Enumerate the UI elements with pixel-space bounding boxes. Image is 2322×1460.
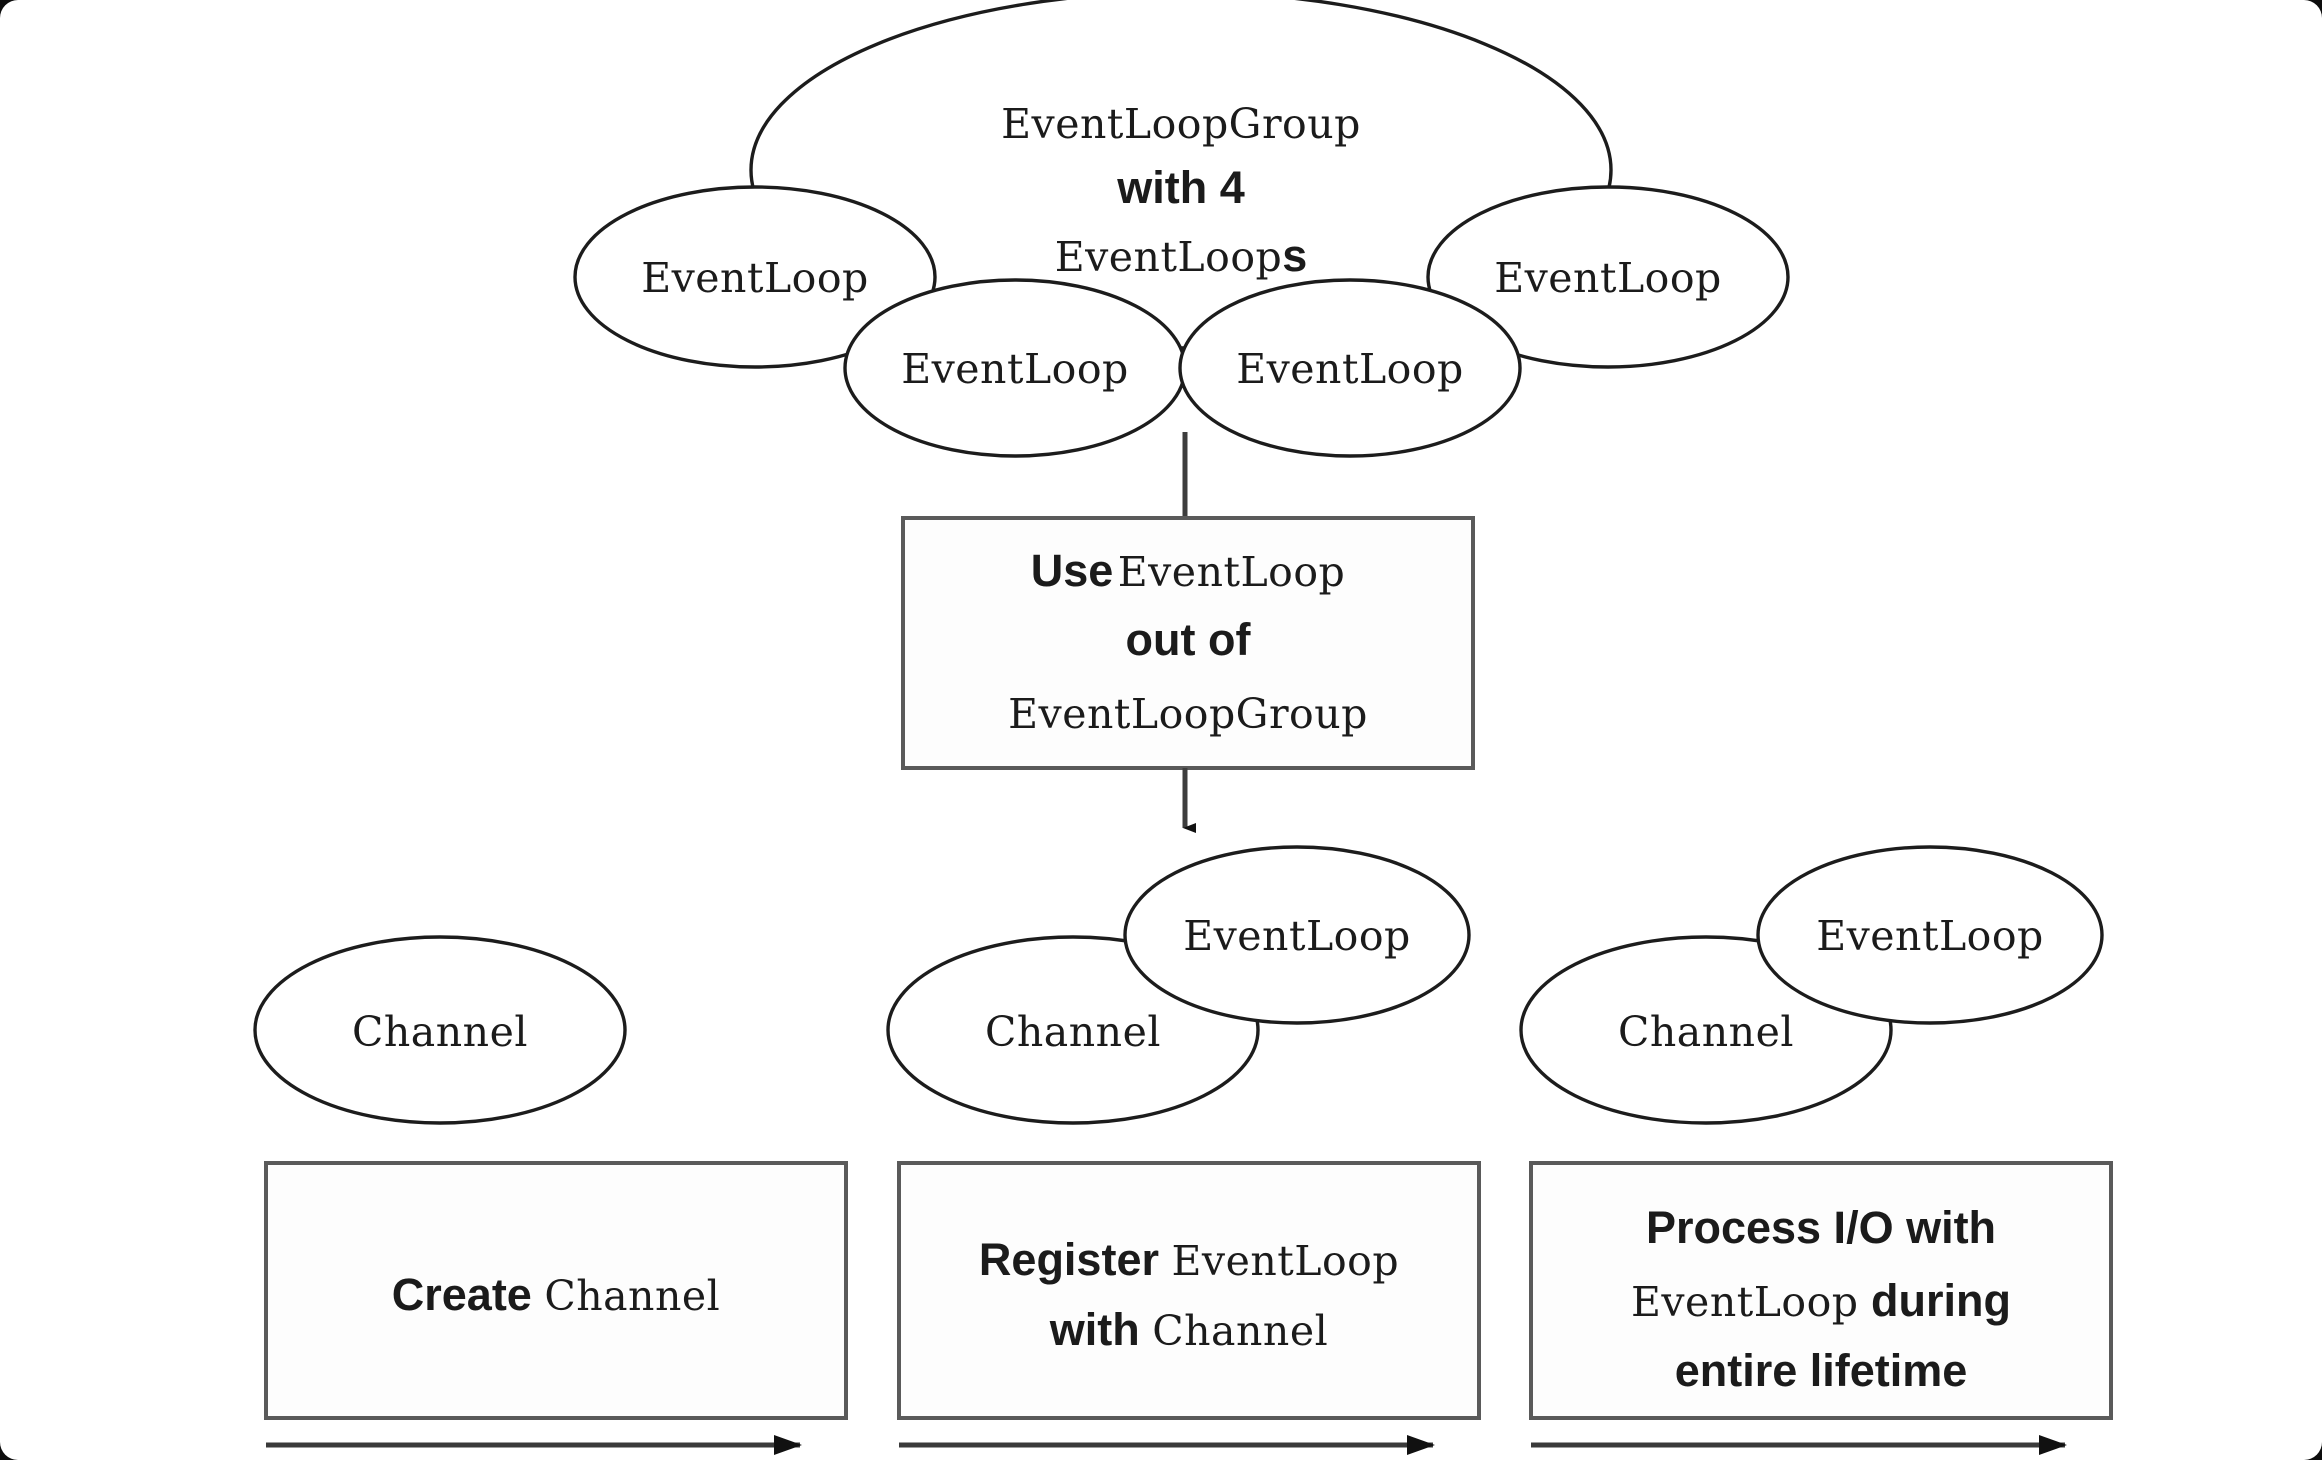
use-event-loop-box-rect	[901, 516, 1475, 770]
stage-1-channel-ellipse[interactable]: Channel	[253, 935, 627, 1125]
stage-3-caption-box-rect	[1529, 1161, 2113, 1420]
event-loop-group-cloud: EventLoop EventLoop EventLoop EventLoop …	[573, 0, 1790, 458]
stage-3-caption-line-3: entire lifetime	[1675, 1345, 1968, 1396]
stage-3-event-loop-ellipse[interactable]: EventLoop	[1756, 845, 2104, 1025]
stage-3-group: Channel EventLoop Process I/O with Event…	[1519, 845, 2113, 1455]
event-loop-group-plural-suffix: s	[1282, 230, 1307, 281]
stage-2-event-loop-label: EventLoop	[1183, 912, 1411, 960]
stage-1-caption: Create Channel	[392, 1269, 721, 1320]
stage-2-caption-box[interactable]: Register EventLoop with Channel	[897, 1161, 1481, 1420]
event-loop-group-count: with 4	[1116, 162, 1245, 213]
stage-2-channel-label: Channel	[985, 1008, 1161, 1056]
stage-3-caption-line-1: Process I/O with	[1646, 1202, 1996, 1253]
stage-3-event-loop-label: EventLoop	[1816, 912, 2044, 960]
event-loop-label-1: EventLoop	[641, 254, 869, 302]
stage-2-caption-type-2: Channel	[1152, 1307, 1328, 1355]
stage-2-caption-type-1: EventLoop	[1172, 1237, 1400, 1285]
stage-2-group: Channel EventLoop Register EventLoop wit…	[886, 845, 1481, 1455]
stage-1-caption-type: Channel	[544, 1272, 720, 1320]
use-box-line-1: Use EventLoop	[1031, 545, 1346, 596]
event-loop-group-plural: EventLoops	[1055, 230, 1308, 281]
stage-3-caption-line-2: EventLoop during	[1631, 1275, 2011, 1326]
stage-2-event-loop-ellipse[interactable]: EventLoop	[1123, 845, 1471, 1025]
use-box-line-3: EventLoopGroup	[1008, 690, 1368, 738]
event-loop-ellipse-1[interactable]: EventLoop	[573, 185, 937, 369]
stage-2-caption-line-1: Register EventLoop	[979, 1234, 1399, 1285]
stage-3-channel-label: Channel	[1618, 1008, 1794, 1056]
event-loop-label-2: EventLoop	[901, 345, 1129, 393]
event-loop-label-4: EventLoop	[1494, 254, 1722, 302]
use-box-line-2: out of	[1126, 614, 1252, 665]
stage-1-caption-box[interactable]: Create Channel	[264, 1161, 848, 1420]
stage-2-caption-verb: Register	[979, 1234, 1172, 1285]
stage-2-caption-line-2: with Channel	[1049, 1304, 1328, 1355]
event-loop-group-plural-mono: EventLoop	[1055, 233, 1283, 281]
stage-2-caption-box-rect	[897, 1161, 1481, 1420]
event-loop-ellipse-3[interactable]: EventLoop	[1178, 278, 1522, 458]
event-loop-ellipse-2[interactable]: EventLoop	[843, 278, 1187, 458]
event-loop-label-3: EventLoop	[1236, 345, 1464, 393]
event-loop-group-title: EventLoopGroup	[1001, 100, 1361, 148]
stage-3-caption-type: EventLoop	[1631, 1278, 1859, 1326]
stage-2-caption-prep: with	[1049, 1304, 1152, 1355]
stage-1-caption-box-rect	[264, 1161, 848, 1420]
use-event-loop-box[interactable]: Use EventLoop out of EventLoopGroup	[901, 516, 1475, 770]
stage-3-channel-ellipse[interactable]: Channel	[1519, 935, 1893, 1125]
stage-1-caption-verb: Create	[392, 1269, 545, 1320]
stage-3-caption-box[interactable]: Process I/O with EventLoop during entire…	[1529, 1161, 2113, 1420]
stage-1-channel-label: Channel	[352, 1008, 528, 1056]
stage-2-channel-ellipse[interactable]: Channel	[886, 935, 1260, 1125]
event-loop-ellipse-4[interactable]: EventLoop	[1426, 185, 1790, 369]
use-box-line-1-mono: EventLoop	[1118, 548, 1346, 596]
use-box-line-1-sans: Use	[1031, 545, 1114, 596]
stage-1-group: Channel Create Channel	[253, 935, 848, 1455]
stage-3-caption-during: during	[1859, 1275, 2011, 1326]
